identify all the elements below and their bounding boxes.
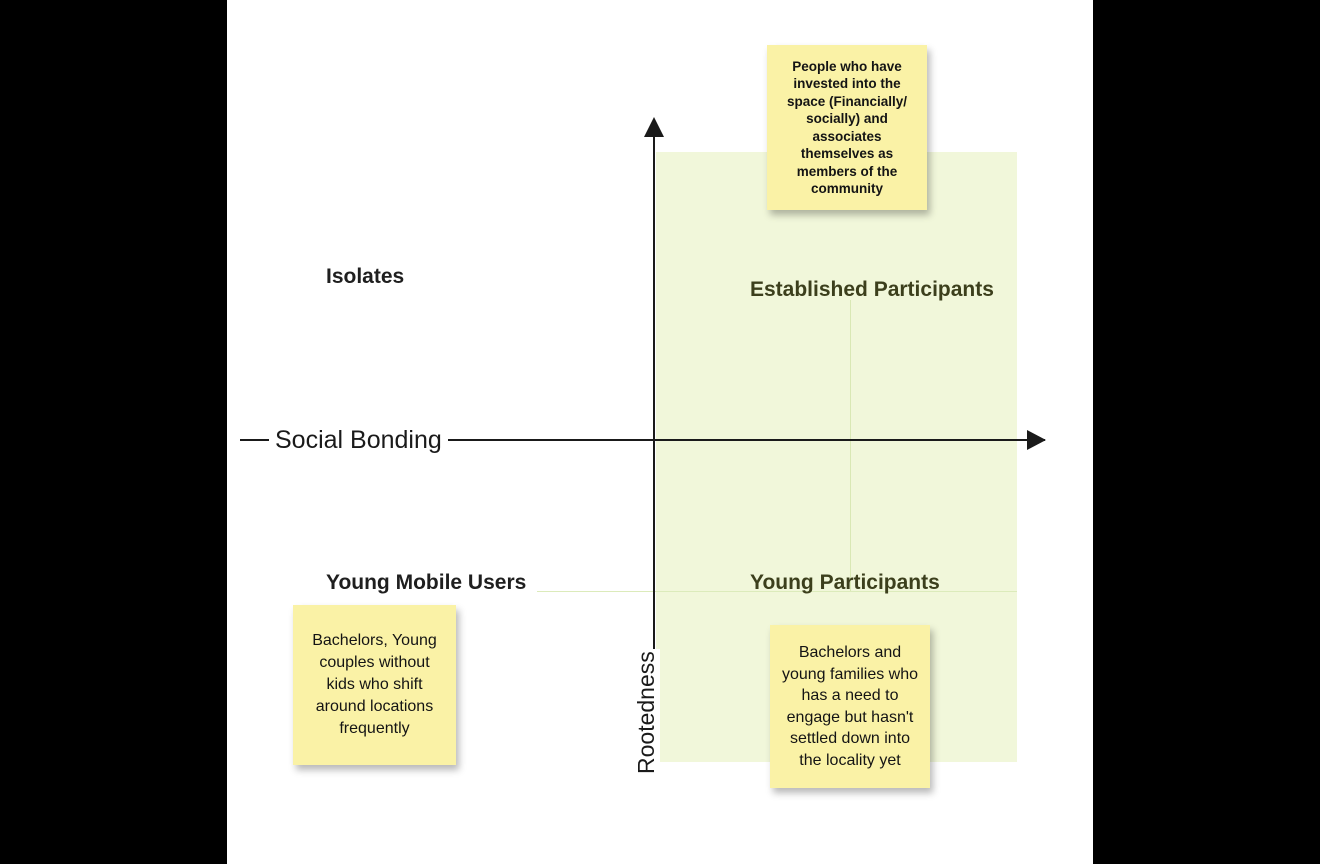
horizontal-axis-arrow-icon [1027, 430, 1046, 450]
sticky-note-established-participants: People who have invested into the space … [767, 45, 927, 210]
vertical-axis-line [653, 135, 655, 770]
sticky-note-young-mobile-users: Bachelors, Young couples without kids wh… [293, 605, 456, 765]
sticky-note-established-participants-text: People who have invested into the space … [786, 58, 908, 197]
quadrant-label-young-participants: Young Participants [750, 571, 940, 594]
quadrant-label-isolates: Isolates [326, 265, 405, 288]
sticky-note-young-mobile-users-text: Bachelors, Young couples without kids wh… [312, 632, 437, 737]
vertical-axis-arrow-icon [644, 117, 664, 137]
sticky-note-young-participants-text: Bachelors and young families who has a n… [781, 644, 919, 769]
vertical-axis-label: Rootedness [633, 649, 660, 776]
quadrant-label-young-mobile-users: Young Mobile Users [326, 571, 527, 594]
sticky-note-young-participants: Bachelors and young families who has a n… [770, 625, 930, 788]
horizontal-axis-line [240, 439, 1045, 441]
horizontal-guide-line [537, 591, 1017, 592]
diagram-canvas: Social Bonding Rootedness Isolates Estab… [227, 0, 1093, 864]
horizontal-axis-label: Social Bonding [269, 424, 448, 457]
vertical-guide-line [850, 300, 851, 592]
quadrant-label-established-participants: Established Participants [750, 278, 994, 301]
